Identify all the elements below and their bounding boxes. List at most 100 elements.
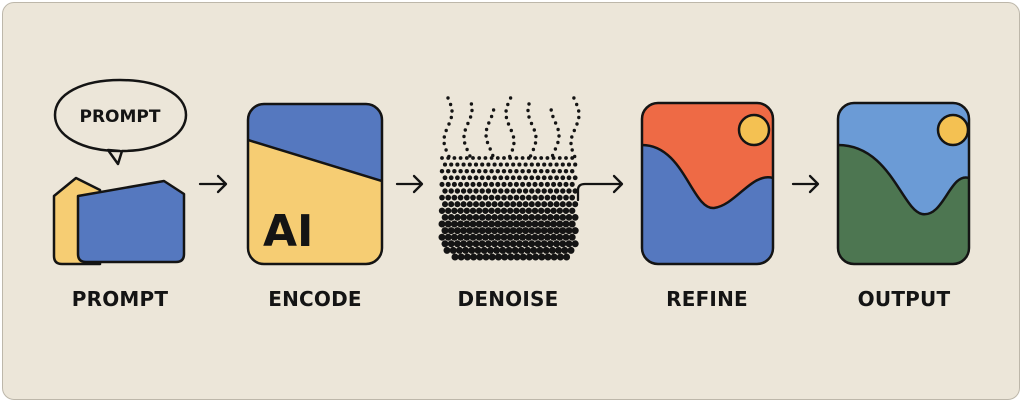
noise-dot <box>494 253 502 261</box>
noise-dot <box>509 227 517 235</box>
noise-dot <box>556 233 564 241</box>
noise-dot <box>460 201 467 208</box>
noise-dot <box>540 240 548 248</box>
noise-dot <box>507 181 513 187</box>
noise-dot <box>497 214 505 221</box>
noise-dot <box>464 181 470 187</box>
noise-dot <box>448 102 453 107</box>
noise-dot <box>484 240 492 248</box>
noise-dot <box>464 168 470 174</box>
noise-dot <box>467 188 473 194</box>
noise-dot <box>486 246 494 254</box>
noise-dot <box>469 102 474 106</box>
noise-dot <box>509 214 517 221</box>
noise-dot <box>463 207 470 214</box>
noise-dot <box>577 109 581 113</box>
noise-dot <box>503 227 511 235</box>
noise-dot <box>441 240 449 248</box>
noise-dot <box>568 233 576 241</box>
noise-dot <box>509 128 513 133</box>
noise-dot <box>486 175 491 181</box>
noise-dot <box>443 246 451 254</box>
noise-dot <box>562 207 570 214</box>
noise-dot <box>556 127 560 132</box>
noise-dot <box>515 227 523 235</box>
noise-dot <box>497 227 505 235</box>
noise-dot <box>463 220 471 228</box>
noise-dot <box>562 220 570 228</box>
noise-dot <box>529 162 534 167</box>
noise-dot <box>451 253 459 261</box>
noise-dot <box>488 233 496 241</box>
noise-dot <box>503 240 511 248</box>
noise-dot <box>484 127 489 132</box>
noise-dot <box>514 168 519 174</box>
noise-dot <box>458 181 464 187</box>
noise-dot <box>537 220 545 228</box>
noise-dot <box>455 175 460 181</box>
noise-dot <box>472 214 480 221</box>
noise-dot <box>546 240 554 248</box>
noise-dot <box>438 233 446 241</box>
noise-dot <box>519 194 526 201</box>
noise-dot <box>522 227 530 235</box>
noise-dot <box>460 240 468 248</box>
noise-dot <box>519 233 527 241</box>
noise-dot <box>569 194 576 201</box>
noise-dot <box>548 246 556 254</box>
stage-label-denoise: DENOISE <box>457 287 559 311</box>
noise-dot <box>531 207 539 214</box>
noise-dot <box>462 134 466 139</box>
noise-dot <box>482 253 490 261</box>
noise-dot <box>516 188 523 194</box>
noise-dot <box>457 207 464 214</box>
noise-dot <box>559 240 567 248</box>
noise-dot <box>525 207 532 214</box>
noise-dot <box>560 175 566 181</box>
noise-dot <box>508 156 513 160</box>
noise-dot <box>497 240 505 248</box>
noise-dot <box>532 168 538 174</box>
noise-dot <box>550 207 557 214</box>
noise-dot <box>573 162 578 167</box>
noise-dot <box>439 194 445 201</box>
noise-dot <box>488 207 495 214</box>
noise-dot <box>439 168 445 174</box>
noise-dot <box>485 214 492 221</box>
noise-dot <box>571 214 579 221</box>
noise-dot <box>564 156 568 160</box>
noise-dot <box>535 162 541 167</box>
noise-dot <box>547 188 554 194</box>
noise-dot <box>501 194 507 201</box>
noise-dot <box>469 207 477 214</box>
noise-dot <box>522 188 529 194</box>
noise-dot <box>468 246 476 254</box>
noise-dot <box>522 214 529 221</box>
noise-dot <box>475 220 483 228</box>
noise-dot <box>567 246 575 254</box>
noise-dot <box>541 201 548 208</box>
noise-dot <box>464 156 469 160</box>
noise-dot <box>466 227 474 235</box>
noise-dot <box>454 214 461 221</box>
noise-dot <box>553 227 561 235</box>
noise-dot <box>451 181 457 187</box>
noise-dot <box>504 162 510 167</box>
noise-dot <box>559 214 567 221</box>
noise-dot <box>470 253 478 261</box>
noise-dot <box>460 214 467 221</box>
noise-dot <box>535 175 541 181</box>
particle-noise-icon <box>438 96 581 261</box>
noise-dot <box>542 162 547 167</box>
noise-dot <box>533 156 537 160</box>
noise-dot <box>545 156 550 160</box>
noise-dot <box>517 162 522 167</box>
noise-dot <box>478 240 486 248</box>
noise-dot <box>575 122 579 126</box>
noise-dot <box>528 214 536 221</box>
noise-dot <box>465 147 469 152</box>
noise-dot <box>493 246 501 254</box>
noise-dot <box>544 194 551 201</box>
noise-dot <box>527 102 531 106</box>
noise-dot <box>548 162 553 167</box>
